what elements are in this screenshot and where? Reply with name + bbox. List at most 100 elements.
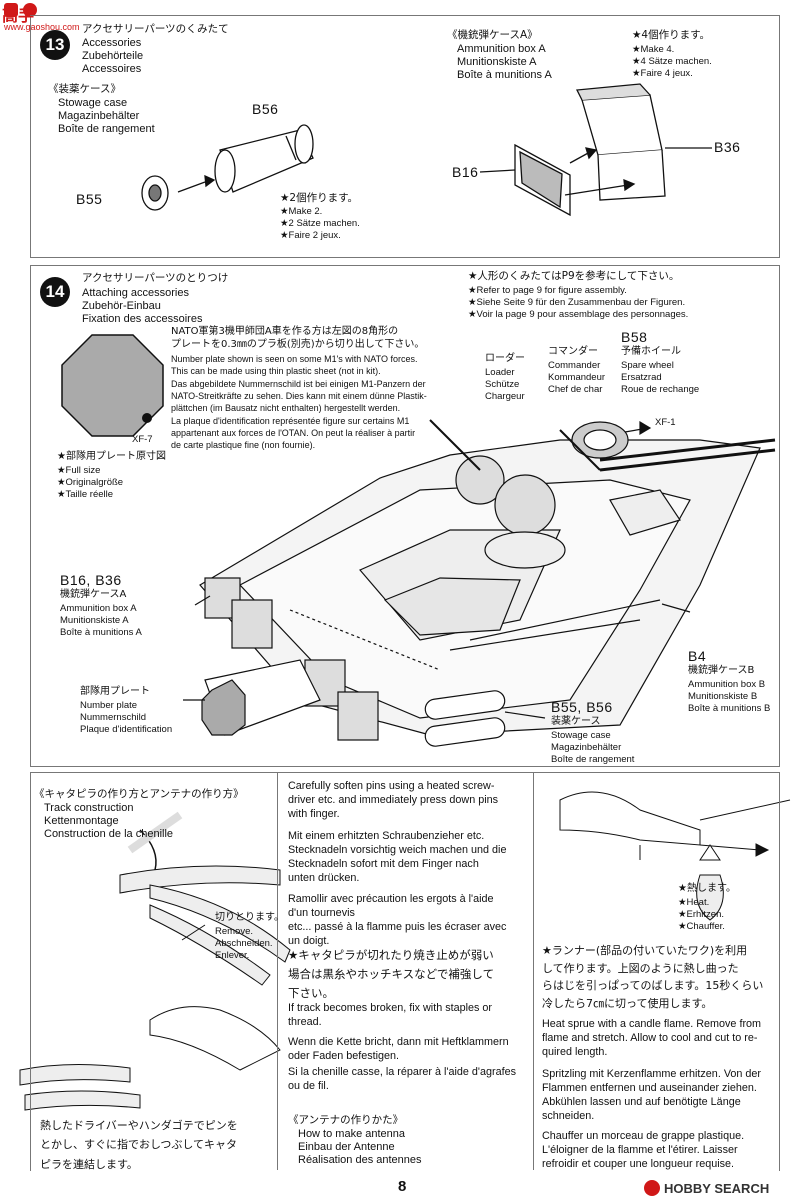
loader-fr: Chargeur	[485, 391, 525, 402]
step14-title-jp: アクセサリーパーツのとりつけ	[82, 272, 229, 284]
paint-xf1: XF-1	[655, 417, 676, 428]
antenna-para-fr: Chauffer un morceau de grappe plastique.…	[542, 1130, 745, 1171]
antenna-title-en: How to make antenna	[298, 1128, 406, 1140]
heat-jp: ★熱します。	[678, 883, 736, 894]
b55b56-de: Magazinbehälter	[551, 742, 622, 753]
b4-fr: Boîte à munitions B	[688, 703, 771, 714]
runner-note-jp: ★ランナー(部品の付いていたワク)を利用 して作ります。上図のように熱し曲った …	[542, 944, 764, 1010]
figure-note-de: ★Siehe Seite 9 für den Zusammenbau der F…	[468, 297, 686, 308]
stowage-label-de: Magazinbehälter	[58, 110, 140, 122]
make2-en: ★Make 2.	[280, 206, 323, 217]
stowage-case-drawing	[141, 124, 314, 211]
stowage-label-fr: Boîte de rangement	[58, 123, 155, 135]
antenna-title-de: Einbau der Antenne	[298, 1141, 395, 1153]
plate-de: Nummernschild	[80, 712, 146, 723]
b16b36-fr: Boîte à munitions A	[60, 627, 142, 638]
b4-en: Ammunition box B	[688, 679, 766, 690]
b55b56-en: Stowage case	[551, 730, 611, 741]
b55b56-fr: Boîte de rangement	[551, 754, 635, 765]
spare-de: Ersatzrad	[621, 372, 662, 383]
b4-de: Munitionskiste B	[688, 691, 758, 702]
commander-de: Kommandeur	[548, 372, 606, 383]
antenna-para-en: Heat sprue with a candle flame. Remove f…	[542, 1018, 762, 1059]
octagon-plate-icon	[61, 334, 164, 437]
step-number-13: 13	[40, 30, 70, 60]
fullsize-de: ★Originalgröße	[57, 477, 124, 488]
heat-en: ★Heat.	[678, 897, 710, 908]
spare-jp: 予備ホイール	[621, 346, 681, 357]
b16b36-en: Ammunition box A	[60, 603, 137, 614]
antenna-para-de: Spritzling mit Kerzenflamme erhitzen. Vo…	[542, 1068, 762, 1123]
step13-title-jp: アクセサリーパーツのくみたて	[82, 23, 229, 35]
antenna-title-jp: 《アンテナの作りかた》	[288, 1114, 404, 1126]
remove-fr: Enlever.	[215, 950, 250, 961]
tank-drawing	[183, 419, 776, 747]
make4-de: ★4 Sätze machen.	[632, 56, 712, 67]
plate-jp: 部隊用プレート	[80, 686, 150, 697]
broken-note-fr: Si la chenille casse, la réparer à l'aid…	[288, 1066, 516, 1093]
track-title-jp: 《キャタピラの作り方とアンテナの作り方》	[34, 788, 244, 800]
track-para-fr: Ramollir avec précaution les ergots à l'…	[288, 893, 507, 948]
step13-title-en: Accessories	[82, 37, 142, 49]
make4-en: ★Make 4.	[632, 44, 675, 55]
broken-note-de: Wenn die Kette bricht, dann mit Heftklam…	[288, 1036, 509, 1063]
column-divider	[277, 772, 278, 1170]
antenna-drawing	[559, 791, 791, 921]
spare-fr: Roue de rechange	[621, 384, 700, 395]
stowage-label-en: Stowage case	[58, 97, 128, 109]
part-b56: B56	[252, 101, 279, 117]
make4-fr: ★Faire 4 jeux.	[632, 68, 693, 79]
loader-de: Schütze	[485, 379, 520, 390]
ammo-box-a-drawing	[479, 83, 712, 217]
step14-title-de: Zubehör-Einbau	[82, 300, 161, 312]
remove-de: Abschneiden.	[215, 938, 273, 949]
antenna-title-fr: Réalisation des antennes	[298, 1154, 422, 1166]
part-b4: B4	[688, 648, 707, 664]
column-divider	[533, 772, 534, 1170]
watermark-url: www.gaoshou.com	[4, 22, 80, 32]
ammo-a-label-de: Munitionskiste A	[457, 56, 537, 68]
remove-jp: 切りとります。	[215, 912, 284, 923]
broken-note-jp: ★キャタピラが切れたり焼き止めが弱い 場合は黒糸やホッチキスなどで補強して 下さ…	[288, 948, 495, 1000]
spare-en: Spare wheel	[621, 360, 674, 371]
watermark-bottom: HOBBY SEARCH	[664, 1181, 770, 1196]
track-title-de: Kettenmontage	[44, 815, 119, 827]
make2-de: ★2 Sätze machen.	[280, 218, 360, 229]
track-title-en: Track construction	[44, 802, 134, 814]
commander-jp: コマンダー	[548, 346, 598, 357]
heat-de: ★Erhitzen.	[678, 909, 725, 920]
make2-jp: ★2個作ります。	[280, 192, 359, 204]
track-section-box	[30, 772, 780, 1171]
plate-fr: Plaque d'identification	[80, 724, 173, 735]
track-drawing	[19, 811, 291, 1111]
track-title-fr: Construction de la chenille	[44, 828, 174, 840]
step13-title-de: Zubehörteile	[82, 50, 144, 62]
step13-title-fr: Accessoires	[82, 63, 142, 75]
step-number-14: 14	[40, 277, 70, 307]
part-b58: B58	[621, 329, 648, 345]
step14-title-fr: Fixation des accessoires	[82, 313, 203, 325]
heat-fr: ★Chauffer.	[678, 921, 725, 932]
remove-en: Remove.	[215, 926, 254, 937]
hobby-search-logo-icon	[644, 1180, 660, 1196]
part-b16: B16	[452, 164, 479, 180]
ammo-a-label-jp: 《機銃弾ケースA》	[447, 29, 538, 41]
b16b36-de: Munitionskiste A	[60, 615, 129, 626]
stowage-label-jp: 《装薬ケース》	[48, 83, 121, 95]
part-b16-b36: B16, B36	[60, 572, 122, 588]
track-caption-jp: 熱したドライバーやハンダゴテでピンを とかし、すぐに指でおしつぶしてキャタ ピラ…	[40, 1119, 238, 1171]
b4-jp: 機銃弾ケースB	[688, 665, 755, 676]
commander-fr: Chef de char	[548, 384, 603, 395]
make4-jp: ★4個作ります。	[632, 29, 711, 41]
fullsize-jp: ★部隊用プレート原寸図	[57, 451, 166, 462]
page-number: 8	[398, 1178, 407, 1195]
make2-fr: ★Faire 2 jeux.	[280, 230, 341, 241]
b16b36-jp: 機銃弾ケースA	[60, 589, 127, 600]
figure-note-en: ★Refer to page 9 for figure assembly.	[468, 285, 627, 296]
part-b55-b56: B55, B56	[551, 699, 613, 715]
part-b36: B36	[714, 139, 741, 155]
paint-xf7: XF-7	[132, 434, 153, 445]
ammo-a-label-en: Ammunition box A	[457, 43, 546, 55]
plate-en: Number plate	[80, 700, 138, 711]
